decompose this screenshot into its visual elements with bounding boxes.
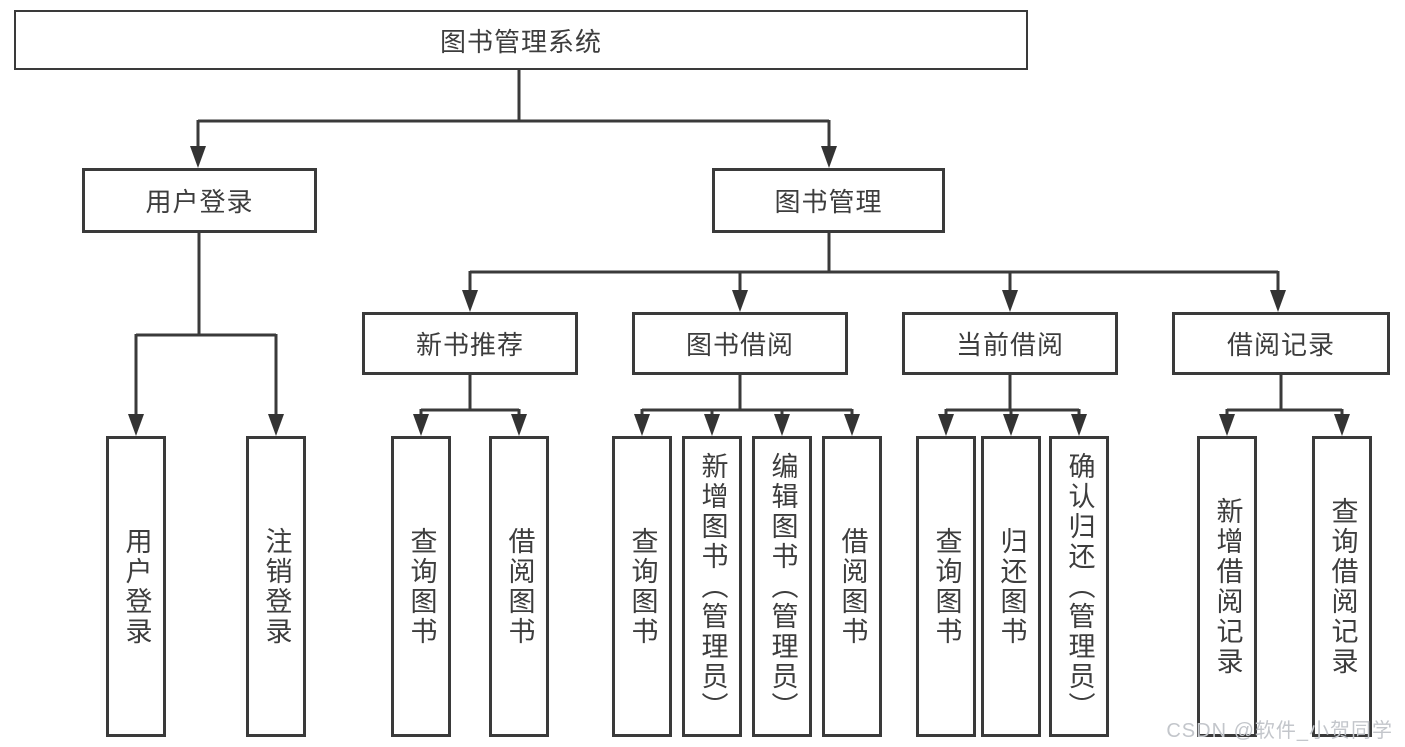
leaf-newrec-query-books: 查询图书 [391,436,451,737]
node-borrow-records: 借阅记录 [1172,312,1390,375]
node-current-borrow: 当前借阅 [902,312,1118,375]
node-book-management: 图书管理 [712,168,945,233]
leaf-records-query-record-label: 查询借阅记录 [1327,496,1358,677]
node-new-book-recommend: 新书推荐 [362,312,578,375]
leaf-current-return-books-label: 归还图书 [996,526,1027,647]
leaf-newrec-query-books-label: 查询图书 [406,526,437,647]
node-borrow-records-label: 借阅记录 [1226,330,1335,360]
connector-paths [134,70,1344,415]
leaf-current-confirm-return-admin-label: 确认归还（管理员） [1064,451,1095,722]
node-book-management-label: 图书管理 [774,187,883,217]
leaf-newrec-borrow-books-label: 借阅图书 [504,526,535,647]
leaf-borrow-borrow-books: 借阅图书 [822,436,882,737]
node-user-login-label: 用户登录 [145,187,254,217]
node-current-borrow-label: 当前借阅 [955,330,1064,360]
leaf-borrow-edit-books-admin: 编辑图书（管理员） [752,436,812,737]
leaf-records-add-record: 新增借阅记录 [1197,436,1257,737]
node-new-book-recommend-label: 新书推荐 [415,330,524,360]
node-book-borrow: 图书借阅 [632,312,848,375]
leaf-user-login-label: 用户登录 [121,526,152,647]
leaf-borrow-query-books: 查询图书 [612,436,672,737]
leaf-current-return-books: 归还图书 [981,436,1041,737]
node-root-label: 图书管理系统 [439,26,602,57]
csdn-watermark: CSDN @软件_小贺同学 [1166,720,1393,742]
leaf-borrow-edit-books-admin-label: 编辑图书（管理员） [767,451,798,722]
leaf-current-query-books-label: 查询图书 [931,526,962,647]
leaf-borrow-query-books-label: 查询图书 [627,526,658,647]
node-root: 图书管理系统 [14,10,1028,70]
leaf-logout: 注销登录 [246,436,306,737]
node-book-borrow-label: 图书借阅 [685,330,794,360]
arrowheads [128,146,1350,436]
leaf-records-add-record-label: 新增借阅记录 [1212,496,1243,677]
leaf-records-query-record: 查询借阅记录 [1312,436,1372,737]
leaf-current-confirm-return-admin: 确认归还（管理员） [1049,436,1109,737]
leaf-borrow-borrow-books-label: 借阅图书 [837,526,868,647]
leaf-borrow-add-books-admin: 新增图书（管理员） [682,436,742,737]
leaf-logout-label: 注销登录 [261,526,292,647]
leaf-user-login: 用户登录 [106,436,166,737]
node-user-login: 用户登录 [82,168,317,233]
leaf-newrec-borrow-books: 借阅图书 [489,436,549,737]
leaf-borrow-add-books-admin-label: 新增图书（管理员） [697,451,728,722]
leaf-current-query-books: 查询图书 [916,436,976,737]
